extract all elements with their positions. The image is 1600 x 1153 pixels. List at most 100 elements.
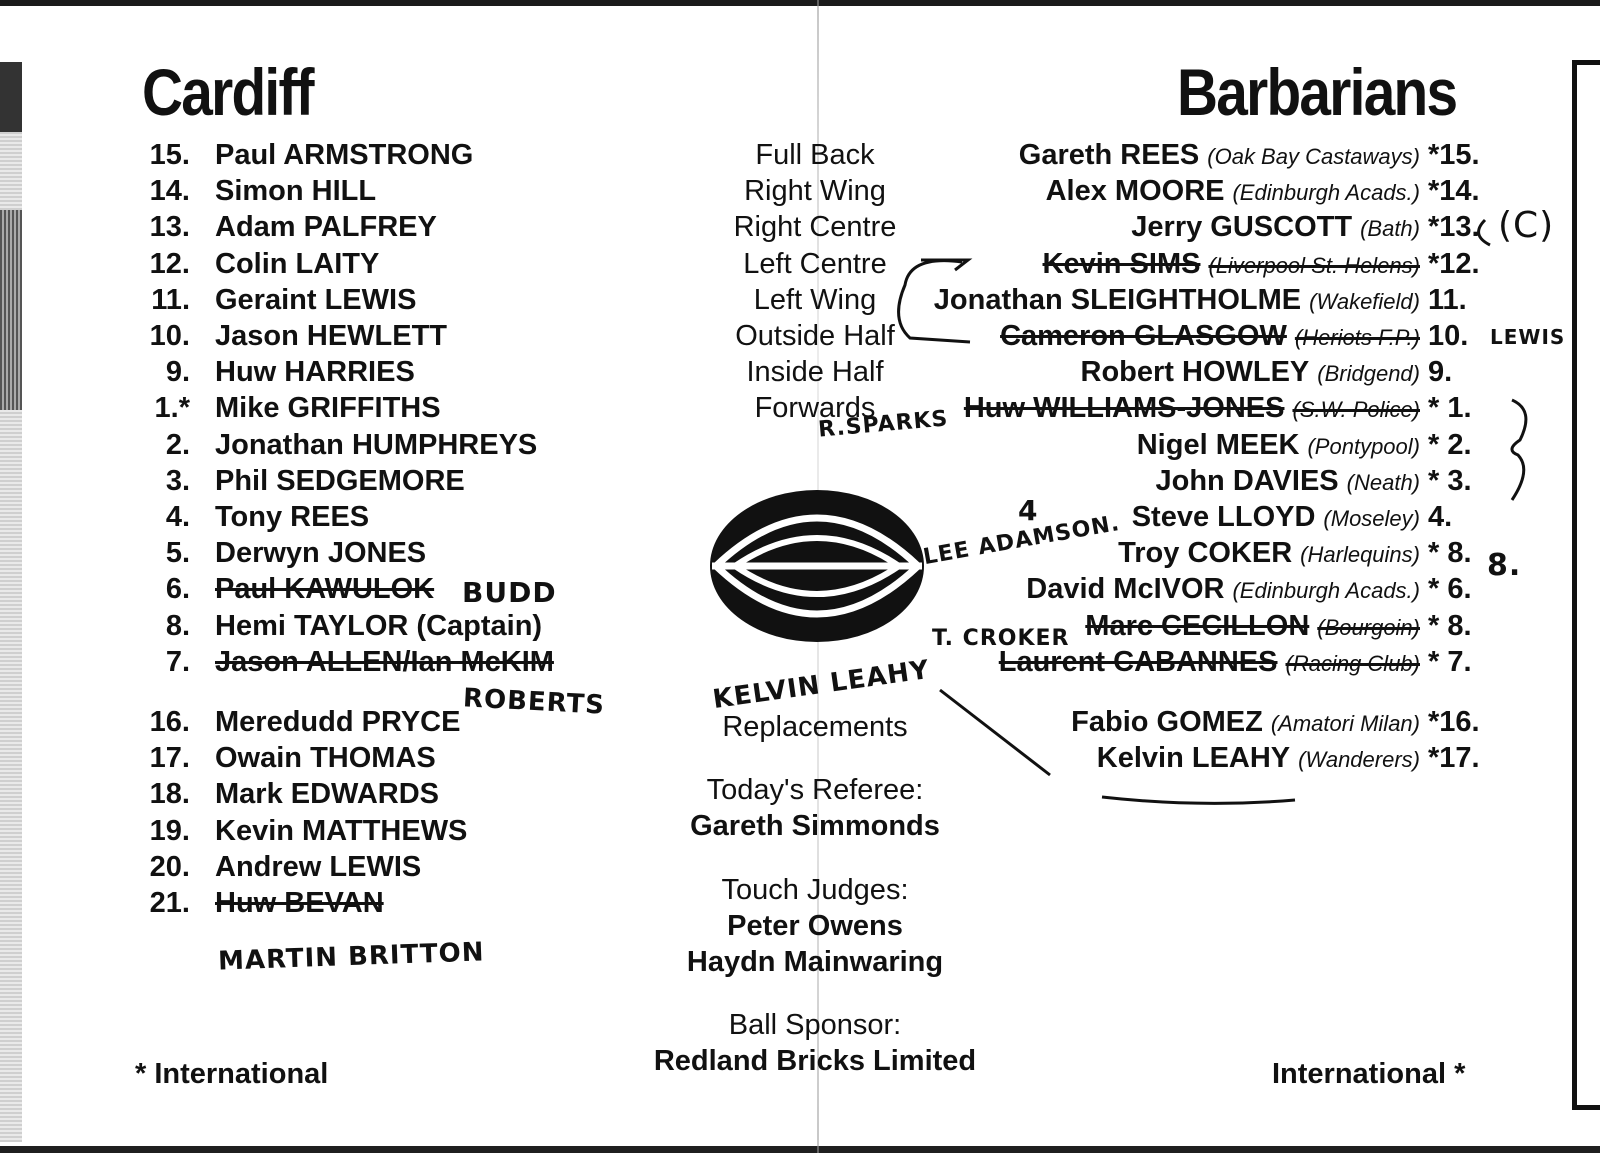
- player-club: (Amatori Milan): [1270, 711, 1420, 736]
- player-name: Paul KAWULOK: [215, 573, 435, 606]
- player-number: *12.: [1428, 247, 1480, 280]
- player-name-with-club: Alex MOORE (Edinburgh Acads.): [1046, 173, 1420, 211]
- home-player-row: 20.Andrew LEWIS: [0, 849, 700, 885]
- handwritten-budd: BUDD: [462, 576, 557, 609]
- player-name: Mark EDWARDS: [215, 778, 439, 811]
- position-label: Full Back: [755, 139, 875, 171]
- footer-international-left: * International: [135, 1058, 329, 1090]
- referee-name: Gareth Simmonds: [690, 810, 940, 842]
- home-player-row: 5.Derwyn JONES: [0, 535, 700, 571]
- away-player-row: Robert HOWLEY(Bridgend)9.: [0, 354, 1600, 390]
- footer-international-right: International *: [1272, 1058, 1466, 1090]
- player-number: *15.: [1428, 139, 1480, 171]
- player-name: Huw BEVAN: [215, 887, 384, 919]
- player-name-with-club: Cameron GLASGOW (Heriots F.P.): [1000, 318, 1420, 356]
- player-number: * 8.: [1428, 537, 1472, 570]
- player-name-with-club: Laurent CABANNES(Racing Club): [999, 644, 1420, 682]
- away-player-row: Kevin SIMS(Liverpool St. Helens)*12.: [0, 246, 1600, 282]
- home-player-row: 4.Tony REES: [0, 499, 700, 535]
- position-label: Left Wing: [753, 283, 877, 316]
- position-label: Right Centre: [733, 211, 897, 244]
- home-player-row: 13.Adam PALFREY: [0, 209, 700, 245]
- player-name-with-club: Jerry GUSCOTT(Bath): [1131, 209, 1420, 247]
- player-club: (Liverpool St. Helens): [1208, 252, 1420, 278]
- player-number: * 1.: [1428, 392, 1472, 425]
- player-club: (Wanderers): [1298, 747, 1420, 773]
- player-number: 13.: [149, 211, 190, 244]
- handwritten-martin-britton: MARTIN BRITTON: [217, 937, 485, 977]
- handwritten-eight: 8.: [1487, 548, 1522, 583]
- player-number: * 3.: [1428, 464, 1472, 497]
- position-label: Right Wing: [744, 175, 886, 208]
- player-name: Meredudd PRYCE: [215, 706, 461, 738]
- home-player-row: 1.* Mike GRIFFITHS: [0, 390, 700, 426]
- player-name-with-club: Gareth REES (Oak Bay Castaways): [1019, 137, 1420, 175]
- player-name-with-club: David McIVOR (Edinburgh Acads.): [1026, 571, 1420, 609]
- home-player-row: 14.Simon HILL: [0, 173, 700, 209]
- player-number: 9.: [1428, 356, 1453, 389]
- player-club: (Edinburgh Acads.): [1232, 578, 1420, 604]
- player-name: Jonathan HUMPHREYS: [215, 428, 538, 461]
- player-name-with-club: Kevin SIMS(Liverpool St. Helens): [1043, 246, 1420, 284]
- player-name: Phil SEDGEMORE: [215, 464, 465, 497]
- player-number: 10.: [1428, 320, 1469, 352]
- player-name: David McIVOR: [1026, 573, 1225, 606]
- player-name: Huw WILLIAMS-JONES: [963, 392, 1285, 425]
- home-player-row: 8.Hemi TAYLOR (Captain): [0, 608, 700, 644]
- player-number: 3.: [165, 464, 190, 497]
- player-club: (Edinburgh Acads.): [1232, 180, 1420, 206]
- player-number: *14.: [1428, 175, 1480, 208]
- player-number: 9.: [165, 356, 190, 389]
- player-number: 10.: [149, 320, 190, 352]
- player-name: Nigel MEEK: [1136, 428, 1300, 461]
- player-number: 4.: [1428, 501, 1453, 533]
- player-club: (Pontypool): [1307, 433, 1420, 459]
- home-player-row: 18.Mark EDWARDS: [0, 776, 700, 812]
- player-number: *17.: [1428, 742, 1480, 775]
- home-player-row: 2.Jonathan HUMPHREYS: [0, 427, 700, 463]
- home-player-row: 9.Huw HARRIES: [0, 354, 700, 390]
- away-player-row: Laurent CABANNES(Racing Club)* 7.: [0, 644, 1600, 680]
- player-name: Mike GRIFFITHS: [215, 392, 441, 425]
- player-name: Kelvin LEAHY: [1096, 742, 1291, 775]
- player-club: (Oak Bay Castaways): [1207, 144, 1420, 169]
- referee-label: Today's Referee:: [706, 774, 924, 806]
- player-name: Jason ALLEN/Ian McKIM: [215, 645, 554, 678]
- player-name: Cameron GLASGOW: [1000, 320, 1287, 352]
- player-name: Alex MOORE: [1045, 175, 1225, 208]
- player-name: Derwyn JONES: [215, 537, 427, 570]
- home-player-row: 19.Kevin MATTHEWS: [0, 813, 700, 849]
- page-border-right: [1572, 60, 1600, 1110]
- touch-judges-label: Touch Judges:: [721, 874, 909, 906]
- player-club: (Bourgoin): [1317, 614, 1420, 640]
- player-name: Colin LAITY: [215, 247, 380, 280]
- player-number: 17.: [149, 742, 190, 775]
- home-team-title: Cardiff: [142, 55, 315, 129]
- player-name: Gareth REES: [1018, 139, 1200, 171]
- scan-left-dark-patch: [0, 62, 22, 132]
- player-club: (Neath): [1346, 469, 1420, 495]
- player-number: *16.: [1428, 706, 1480, 738]
- player-name: Tony REES: [215, 501, 370, 533]
- player-name-with-club: Robert HOWLEY(Bridgend): [1081, 354, 1421, 392]
- home-player-row: 12.Colin LAITY: [0, 246, 700, 282]
- scan-left-mid-patch: [0, 210, 22, 410]
- player-number: 20.: [149, 850, 190, 883]
- player-club: (Heriots F.P.): [1294, 325, 1420, 350]
- player-club: (Bath): [1360, 216, 1420, 242]
- player-number: 16.: [149, 706, 190, 738]
- player-number: 1.*: [154, 392, 190, 425]
- handwritten-four: 4: [1018, 494, 1039, 527]
- away-player-row: Fabio GOMEZ(Amatori Milan)*16.: [0, 704, 1600, 740]
- player-name: Troy COKER: [1118, 537, 1293, 570]
- away-team-title: Barbarians: [1177, 55, 1458, 129]
- player-name-with-club: Steve LLOYD(Moseley): [1132, 499, 1420, 537]
- player-number: 11.: [1428, 283, 1467, 316]
- away-player-row: Troy COKER(Harlequins)* 8.: [0, 535, 1600, 571]
- player-name: Geraint LEWIS: [215, 283, 417, 316]
- player-name: Paul ARMSTRONG: [215, 139, 474, 171]
- position-label: Inside Half: [746, 356, 884, 389]
- away-player-row: Jonathan SLEIGHTHOLME(Wakefield)11.: [0, 282, 1600, 318]
- position-label: Left Centre: [743, 247, 887, 280]
